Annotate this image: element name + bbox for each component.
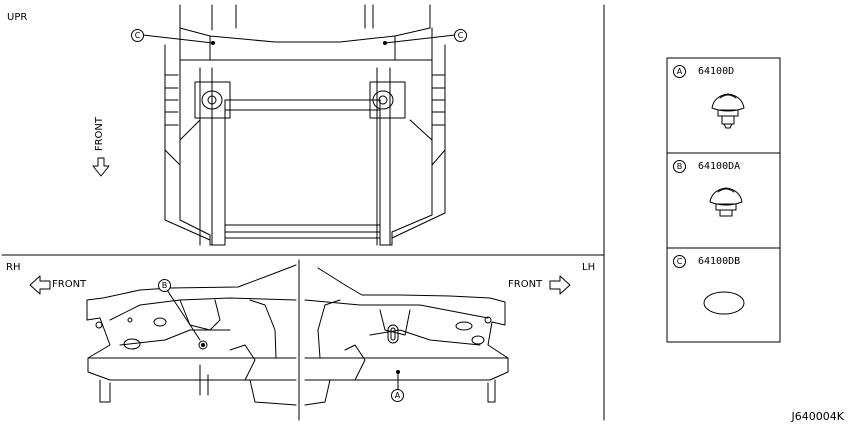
legend-callout-b: B [673, 160, 686, 173]
legend-callout-a: A [673, 65, 686, 78]
upper-body-structure [164, 4, 446, 246]
section-dividers [1, 4, 605, 421]
clip-c-icon [703, 291, 745, 315]
lh-view-label: LH [582, 262, 596, 273]
legend-part-number-b: 64100DA [698, 161, 741, 172]
legend-part-number-a: 64100D [698, 66, 735, 77]
legend-part-number-c: 64100DB [698, 256, 741, 267]
upper-right-callout: C [454, 29, 467, 42]
rh-callout: B [158, 279, 171, 292]
legend-panel [666, 57, 781, 343]
rh-leader-line [166, 289, 201, 341]
legend-callout-c: C [673, 255, 686, 268]
rh-view-label: RH [6, 262, 21, 273]
upper-leader-lines [142, 34, 456, 44]
rh-side-structure [86, 264, 297, 406]
upper-front-arrow-icon [92, 157, 110, 177]
upper-left-callout: C [131, 29, 144, 42]
drawing-number: J640004K [791, 410, 844, 423]
clip-a-icon [711, 93, 745, 129]
lh-callout: A [391, 389, 404, 402]
lh-front-label: FRONT [508, 279, 543, 290]
rh-front-arrow-icon [29, 275, 51, 295]
upper-view-label: UPR [7, 12, 28, 23]
lh-side-structure [304, 267, 509, 406]
rh-front-label: FRONT [52, 279, 87, 290]
clip-b-icon [709, 187, 743, 217]
lh-front-arrow-icon [549, 275, 571, 295]
upper-front-label: FRONT [94, 117, 105, 152]
